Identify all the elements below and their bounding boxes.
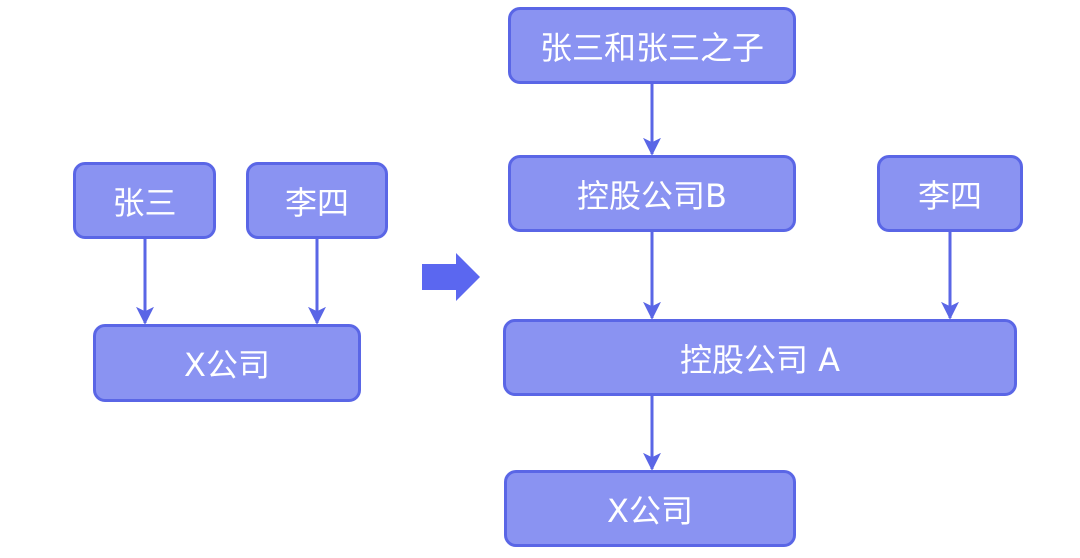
- transition-arrow-icon: [422, 253, 480, 301]
- node-lisi-right: 李四: [877, 155, 1023, 232]
- node-zhangsan: 张三: [73, 162, 216, 239]
- node-zhangsan-and-son: 张三和张三之子: [508, 7, 796, 84]
- node-lisi: 李四: [246, 162, 388, 239]
- node-holding-company-b: 控股公司B: [508, 155, 796, 232]
- node-x-company-left: X公司: [93, 324, 361, 402]
- node-holding-company-a: 控股公司 A: [503, 319, 1017, 396]
- node-x-company-right: X公司: [504, 470, 796, 547]
